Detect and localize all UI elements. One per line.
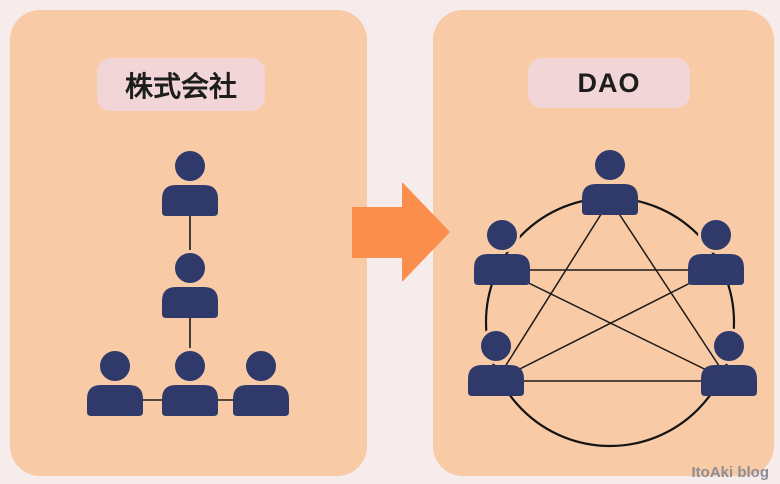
- person-icon: [160, 250, 220, 320]
- person-icon: [580, 147, 640, 217]
- dao-title-badge: DAO: [528, 58, 690, 108]
- person-icon: [699, 328, 759, 398]
- dao-title: DAO: [577, 67, 641, 98]
- connector-line: [609, 199, 730, 382]
- company-title: 株式会社: [124, 70, 237, 102]
- person-icon: [160, 348, 220, 418]
- person-icon: [466, 328, 526, 398]
- person-icon: [85, 348, 145, 418]
- company-title-badge: 株式会社: [97, 58, 265, 111]
- person-icon: [160, 148, 220, 218]
- hierarchy-diagram: [85, 148, 291, 418]
- connector-line: [495, 199, 611, 382]
- connector-line: [501, 269, 730, 382]
- connector-line: [495, 269, 717, 382]
- watermark: ItoAki blog: [691, 464, 770, 481]
- person-icon: [686, 217, 746, 287]
- person-icon: [472, 217, 532, 287]
- network-diagram: [466, 147, 759, 448]
- person-icon: [231, 348, 291, 418]
- arrow-icon: [352, 182, 450, 282]
